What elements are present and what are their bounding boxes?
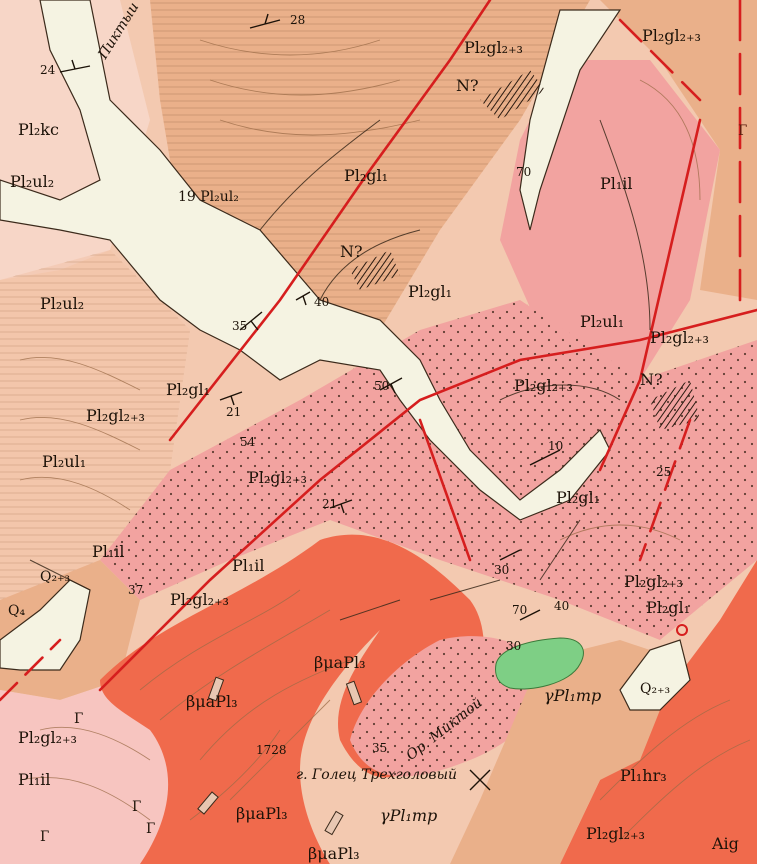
fault-mark: Г [40,829,50,845]
summit-elevation: 1728 [256,743,287,757]
unit-label: Q₂₊₃ [40,569,71,585]
unit-label: βμaPl₃ [186,692,238,711]
unit-label: Pl₁il [600,174,633,193]
unit-label-uncertain: N? [640,370,663,389]
unit-area-central-dots [100,300,757,640]
dip-value: 54 [240,435,256,449]
unit-label: Pl₂ul₁ [580,312,625,331]
dip-value: 30 [494,563,510,577]
fault-mark: Г [132,799,142,815]
dip-value: 21 [226,405,242,419]
intrusion-red-main [100,534,484,864]
summit-name: г. Голец Трехголовый [296,767,457,783]
unit-label: Pl₂gl₂₊₃ [248,468,307,487]
unit-label: Pl₂gl₁ [646,598,691,617]
dip-value: 35 [232,319,248,333]
fault-mark: Г [146,821,156,837]
dip-value: 10 [548,439,564,453]
unit-label: βμaPl₃ [236,804,288,823]
fault-lines [0,0,757,702]
unit-label: Pl₂gl₂₊₃ [514,376,573,395]
edge-code: Aig [712,834,739,853]
unit-label: γPl₁mp [380,806,438,825]
unit-label: Pl₁hr₃ [620,766,667,785]
dip-value: 30 [506,639,522,653]
unit-label: Pl₂gl₂₊₃ [650,328,709,347]
unit-label: Pl₂gl₂₊₃ [624,572,683,591]
unit-label: Pl₂gl₂₊₃ [170,590,229,609]
unit-label: Pl₂ul₂ [10,172,55,191]
river-valley-southeast [619,639,691,711]
dip-value: 35 [372,741,388,755]
fault-mark: Г [738,123,748,139]
unit-label: Pl₂gl₁ [344,166,389,185]
unit-area-south-pink [0,680,190,864]
river-valley-main [0,0,611,521]
unit-label: Q₄ [8,603,26,619]
red-marker [676,624,688,636]
unit-label-uncertain: N? [456,76,479,95]
fault-mark: Г [74,711,84,727]
dip-value: 37 [128,583,144,597]
unit-label: Pl₁il [92,542,125,561]
unit-label: Pl₁il [232,556,265,575]
dip-value: 21 [322,497,338,511]
unit-label: Q₂₊₃ [640,681,671,697]
unit-label: Pl₂kc [18,120,59,139]
dip-value: 70 [516,165,532,179]
dip-value: 40 [314,295,330,309]
unit-label: Pl₂gl₂₊₃ [464,38,523,57]
unit-label: Pl₂ul₂ [40,294,85,313]
unit-area-west [0,250,190,600]
hatched-patch-north [480,70,545,120]
strike-dip-symbols [59,13,561,791]
dip-value: 40 [554,599,570,613]
unit-label: Pl₂gl₁ [166,380,211,399]
unit-label: Pl₁il [18,770,51,789]
river-valley-northeast [519,9,622,231]
unit-label-uncertain: N? [340,242,363,261]
unit-label: Pl₂gl₂₊₃ [642,26,701,45]
dip-value: 50 [374,379,390,393]
hatched-patch-east [650,380,700,430]
river-valley-southwest [0,579,91,671]
unit-label: Pl₂gl₂₊₃ [18,728,77,747]
dip-value: 70 [512,603,528,617]
dip-value: 25 [656,465,672,479]
contact-lines [29,119,651,621]
unit-label: 19 Pl₂ul₂ [178,189,239,205]
dike-symbols [197,676,363,836]
contour-lines [19,39,751,841]
dip-value: 28 [290,13,306,27]
unit-label: Pl₂gl₂₊₃ [86,406,145,425]
unit-area-northeast-tan [600,0,757,300]
dip-value: 24 [40,63,56,77]
unit-label: Pl₂gl₂₊₃ [586,824,645,843]
unit-label: Pl₂ul₁ [42,452,87,471]
green-unit-body [495,637,584,690]
unit-label: Pl₂gl₁ [408,282,453,301]
unit-label: βμaPl₃ [314,653,366,672]
unit-label: γPl₁mp [544,686,602,705]
unit-label: βμaPl₃ [308,844,360,863]
unit-label: Pl₂gl₁ [556,488,601,507]
hatched-patch-central [350,250,400,290]
